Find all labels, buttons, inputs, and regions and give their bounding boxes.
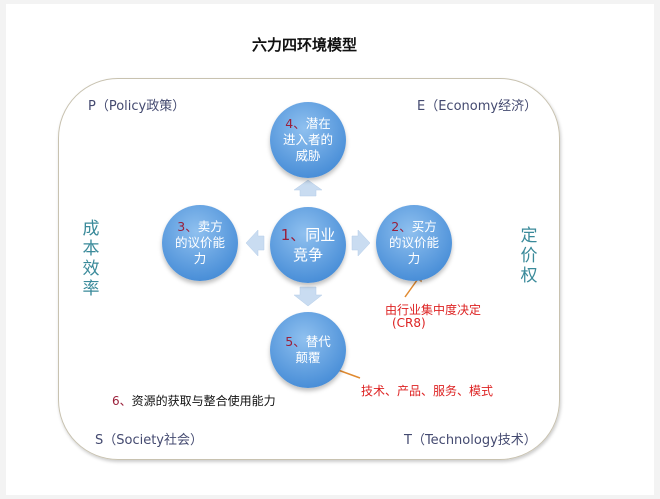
arrow-up-icon [293,179,323,197]
force-circle-substitutes: 5、替代颠覆 [270,312,346,388]
force-circle-rivalry: 1、同业竞争 [270,207,346,283]
force-circle-buyer-power: 2、买方的议价能力 [376,205,452,281]
note-substitute-types: 技术、产品、服务、模式 [361,384,494,398]
force-resources: 6、资源的获取与整合使用能力 [112,394,276,408]
corner-economy: E（Economy经济） [417,99,538,114]
environment-frame [58,78,560,460]
corner-technology: T（Technology技术） [404,433,537,448]
arrow-down-icon [293,286,323,307]
corner-policy: P（Policy政策） [88,99,186,114]
side-cost-efficiency: 成本效率 [82,219,100,299]
arrow-left-icon [245,229,265,257]
side-pricing-power: 定价权 [520,226,538,286]
note-cr8: (CR8) [392,316,426,330]
arrow-right-icon [351,229,371,257]
force-circle-new-entrants: 4、潜在进入者的威胁 [270,102,346,178]
corner-society: S（Society社会） [95,433,204,448]
diagram-title: 六力四环境模型 [252,36,358,54]
force-circle-supplier-power: 3、卖方的议价能力 [162,205,238,281]
note-concentration: 由行业集中度决定 [385,303,482,317]
